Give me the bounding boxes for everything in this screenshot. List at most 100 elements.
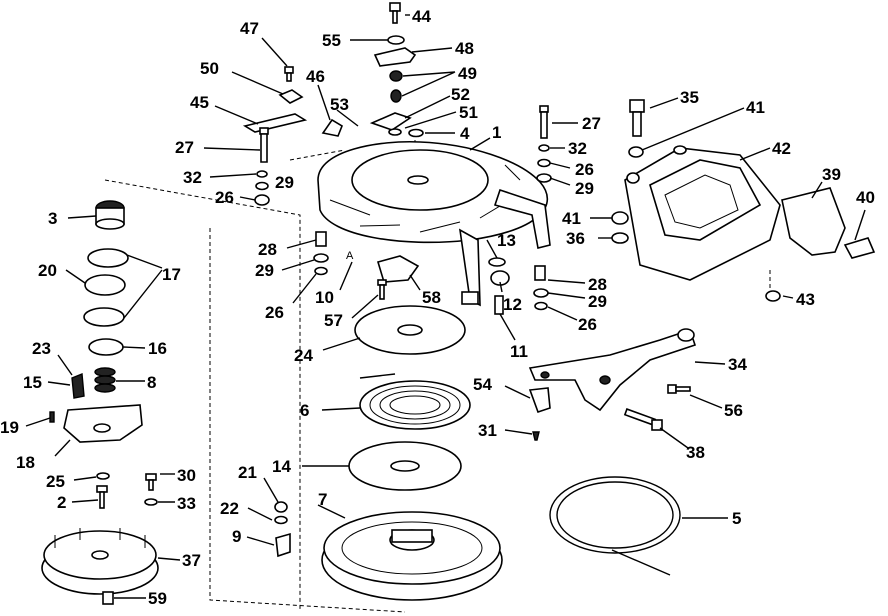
callout-33: 33 — [177, 494, 196, 513]
callout-numbers: 44 55 48 47 49 50 46 52 45 53 51 35 41 2… — [0, 7, 875, 608]
nut-21-shape — [274, 501, 288, 513]
spring-8-shape — [94, 367, 116, 393]
screw-47-shape — [284, 66, 294, 82]
screw-56-shape — [667, 384, 691, 394]
spring-49-shape — [389, 70, 403, 103]
bushing-26-left-shape — [254, 194, 270, 206]
callout-52: 52 — [451, 85, 470, 104]
washer-26-lower-shape — [534, 301, 548, 311]
washer-13-shape — [488, 257, 506, 267]
pin-19-shape — [49, 411, 55, 423]
disc-14-shape — [348, 441, 462, 491]
screw-38-shape — [623, 408, 663, 431]
callout-19: 19 — [0, 418, 19, 437]
callout-49: 49 — [458, 64, 477, 83]
callout-44: 44 — [412, 7, 431, 26]
spacer-28-right-shape — [534, 265, 546, 281]
callout-17: 17 — [162, 265, 181, 284]
spacer-28-left-shape — [315, 231, 327, 247]
callout-40: 40 — [856, 188, 875, 207]
callout-23: 23 — [32, 339, 51, 358]
callout-22: 22 — [220, 499, 239, 518]
washer-55-shape — [387, 35, 405, 45]
callout-21: 21 — [238, 463, 257, 482]
washer-26-right-shape — [537, 158, 551, 168]
callout-6: 6 — [300, 401, 309, 420]
callout-9: 9 — [232, 527, 241, 546]
callout-4: 4 — [460, 124, 470, 143]
callout-13: 13 — [497, 231, 516, 250]
callout-26-mid: 26 — [265, 303, 284, 322]
callout-53: 53 — [330, 95, 349, 114]
callout-46: 46 — [306, 67, 325, 86]
lever-52-shape — [369, 112, 412, 131]
pawl-9-shape — [275, 532, 291, 558]
callout-35: 35 — [680, 88, 699, 107]
screw-30-shape — [145, 473, 157, 491]
bushing-3-shape — [95, 200, 125, 230]
bolt-27-right-shape — [539, 105, 549, 139]
callout-56: 56 — [724, 401, 743, 420]
callout-54: 54 — [473, 375, 492, 394]
callout-5: 5 — [732, 509, 741, 528]
callout-50: 50 — [200, 59, 219, 78]
washer-25-shape — [96, 472, 110, 480]
callout-45: 45 — [190, 93, 209, 112]
nut-41-right-shape — [611, 211, 629, 225]
seal-17-bottom-shape — [83, 307, 125, 327]
callout-29-mid: 29 — [255, 261, 274, 280]
nut-43-shape — [765, 290, 781, 302]
lever-assembly-34-shape — [528, 328, 697, 412]
rewind-spring-6-shape — [359, 373, 471, 430]
callout-24: 24 — [294, 346, 313, 365]
screw-57-shape — [377, 279, 387, 300]
callout-41-right: 41 — [562, 209, 581, 228]
part-drawings — [41, 2, 876, 605]
callout-10: 10 — [315, 288, 334, 307]
callout-8: 8 — [147, 373, 156, 392]
plate-54-shape — [528, 387, 551, 414]
callout-28-right: 28 — [588, 275, 607, 294]
callout-57: 57 — [324, 311, 343, 330]
washer-29-lower-shape — [533, 288, 549, 298]
starter-rope-5-shape — [549, 476, 681, 576]
callout-14: 14 — [272, 457, 291, 476]
insert-40-shape — [843, 237, 876, 259]
callout-42: 42 — [772, 139, 791, 158]
callout-18: 18 — [16, 453, 35, 472]
callout-29-lower: 29 — [588, 292, 607, 311]
washer-22-shape — [274, 515, 288, 525]
washer-4-shape — [408, 128, 424, 138]
callout-58: 58 — [422, 288, 441, 307]
washer-26-mid-shape — [314, 266, 328, 276]
callout-12: 12 — [503, 295, 522, 314]
callout-32-left: 32 — [183, 168, 202, 187]
nut-41-top-shape — [628, 146, 644, 158]
rope-housing-1-shape — [317, 140, 551, 307]
callout-29-left: 29 — [275, 173, 294, 192]
callout-27-left: 27 — [175, 138, 194, 157]
handle-39-shape — [781, 187, 846, 256]
callout-41-top: 41 — [746, 98, 765, 117]
callout-59: 59 — [148, 589, 167, 608]
assembly-guide-lines — [104, 140, 771, 613]
cam-18-shape — [63, 404, 143, 443]
o-ring-16-shape — [88, 338, 124, 356]
washer-32-left-shape — [256, 170, 268, 178]
callout-11: 11 — [510, 342, 528, 361]
callout-15: 15 — [23, 373, 42, 392]
callout-36: 36 — [566, 229, 585, 248]
callout-2: 2 — [57, 493, 66, 512]
callout-28-left: 28 — [258, 240, 277, 259]
callout-26-left: 26 — [215, 188, 234, 207]
nut-50-shape — [278, 89, 304, 104]
callout-30: 30 — [177, 466, 196, 485]
callout-1: 1 — [492, 123, 501, 142]
callout-3: 3 — [48, 209, 57, 228]
callout-32-right: 32 — [568, 139, 587, 158]
pin-59-shape — [102, 591, 114, 605]
callout-27-right: 27 — [582, 114, 601, 133]
washer-36-shape — [611, 232, 629, 244]
callout-26-right: 26 — [575, 160, 594, 179]
